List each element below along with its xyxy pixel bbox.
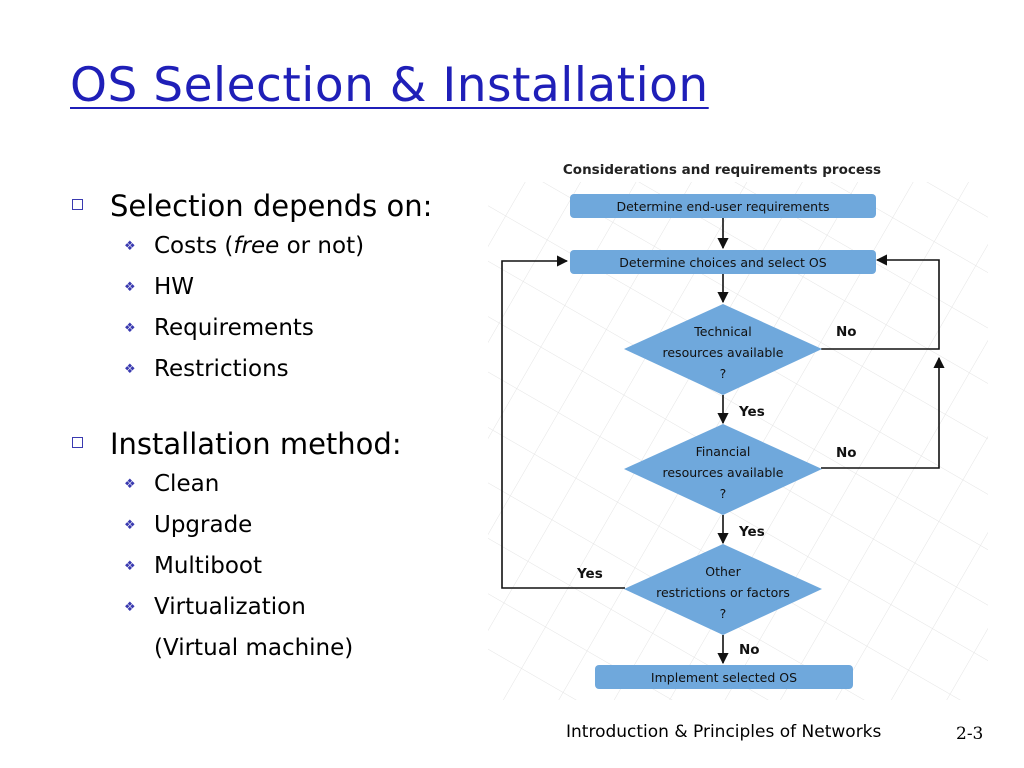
edge-label-no: No: [836, 324, 857, 340]
diamond-bullet-icon: ❖: [124, 280, 136, 295]
bullet-text: Selection depends on:: [110, 189, 433, 223]
edge-label-yes: Yes: [738, 524, 765, 540]
sub-bullet-text: Requirements: [154, 315, 314, 341]
sub-bullet-restrictions: ❖ Restrictions: [72, 349, 492, 390]
decision-label-line: Other: [705, 564, 741, 579]
sub-bullet-upgrade: ❖ Upgrade: [72, 505, 492, 546]
square-bullet-icon: [72, 199, 83, 210]
sub-bullet-requirements: ❖ Requirements: [72, 308, 492, 349]
bullet-selection: Selection depends on:: [72, 186, 492, 226]
sub-bullet-continuation: (Virtual machine): [154, 635, 354, 661]
step-label: Determine end-user requirements: [616, 199, 829, 214]
sub-bullet-virtualization: ❖ Virtualization (Virtual machine): [72, 587, 492, 669]
sub-bullet-text: Clean: [154, 471, 220, 497]
decision-label-line: resources available: [663, 465, 784, 480]
step-label: Implement selected OS: [651, 670, 797, 685]
bullet-installation: Installation method:: [72, 424, 492, 464]
diagram-title: Considerations and requirements process: [563, 162, 881, 178]
square-bullet-icon: [72, 437, 83, 448]
decision-label-line: ?: [720, 486, 727, 501]
step-select-os: [570, 250, 876, 274]
edge-label-yes: Yes: [576, 566, 603, 582]
arrow-decision3-yes: [501, 255, 625, 589]
bullet-group-installation: Installation method: ❖ Clean ❖ Upgrade ❖…: [72, 424, 492, 669]
flowchart-diagram: Considerations and requirements process …: [488, 162, 988, 700]
diamond-bullet-icon: ❖: [124, 477, 136, 492]
bullet-text: Installation method:: [110, 427, 402, 461]
sub-bullet-text: or not): [279, 233, 365, 259]
diamond-bullet-icon: ❖: [124, 321, 136, 336]
sub-bullet-costs: ❖ Costs (free or not): [72, 226, 492, 267]
bullet-list: Selection depends on: ❖ Costs (free or n…: [72, 186, 492, 703]
footer-text: Introduction & Principles of Networks: [566, 722, 882, 742]
sub-bullet-clean: ❖ Clean: [72, 464, 492, 505]
decision-financial-resources: [624, 424, 822, 515]
step-implement-os: [595, 665, 853, 689]
diamond-bullet-icon: ❖: [124, 239, 136, 254]
edge-label-no: No: [836, 445, 857, 461]
step-label: Determine choices and select OS: [619, 255, 826, 270]
decision-label-line: ?: [720, 606, 727, 621]
edge-label-no: No: [739, 642, 760, 658]
flow-connectors: [501, 217, 945, 665]
sub-bullet-emphasis: free: [233, 233, 280, 259]
sub-bullet-text: HW: [154, 274, 195, 300]
bullet-group-selection: Selection depends on: ❖ Costs (free or n…: [72, 186, 492, 390]
diamond-bullet-icon: ❖: [124, 518, 136, 533]
diamond-bullet-icon: ❖: [124, 362, 136, 377]
edge-label-yes: Yes: [738, 404, 765, 420]
sub-bullet-hw: ❖ HW: [72, 267, 492, 308]
sub-bullet-multiboot: ❖ Multiboot: [72, 546, 492, 587]
arrow-decision1-no: [821, 254, 940, 350]
sub-bullet-text: Upgrade: [154, 512, 253, 538]
sub-bullet-text: Costs (: [154, 233, 234, 259]
arrow-decision2-no: [821, 356, 945, 469]
step-determine-requirements: [570, 194, 876, 218]
sub-bullet-text: Multiboot: [154, 553, 262, 579]
sub-bullet-text: Restrictions: [154, 356, 289, 382]
decision-label-line: resources available: [663, 345, 784, 360]
decision-label-line: Technical: [693, 324, 751, 339]
diamond-bullet-icon: ❖: [124, 600, 136, 615]
slide-title: OS Selection & Installation: [70, 58, 709, 113]
decision-label-line: Financial: [696, 444, 751, 459]
sub-bullet-text: Virtualization: [154, 594, 306, 620]
decision-technical-resources: [624, 304, 822, 395]
decision-label-line: ?: [720, 366, 727, 381]
decision-label-line: restrictions or factors: [656, 585, 790, 600]
decision-other-restrictions: [624, 544, 822, 635]
page-number: 2-3: [956, 724, 984, 744]
diamond-bullet-icon: ❖: [124, 559, 136, 574]
